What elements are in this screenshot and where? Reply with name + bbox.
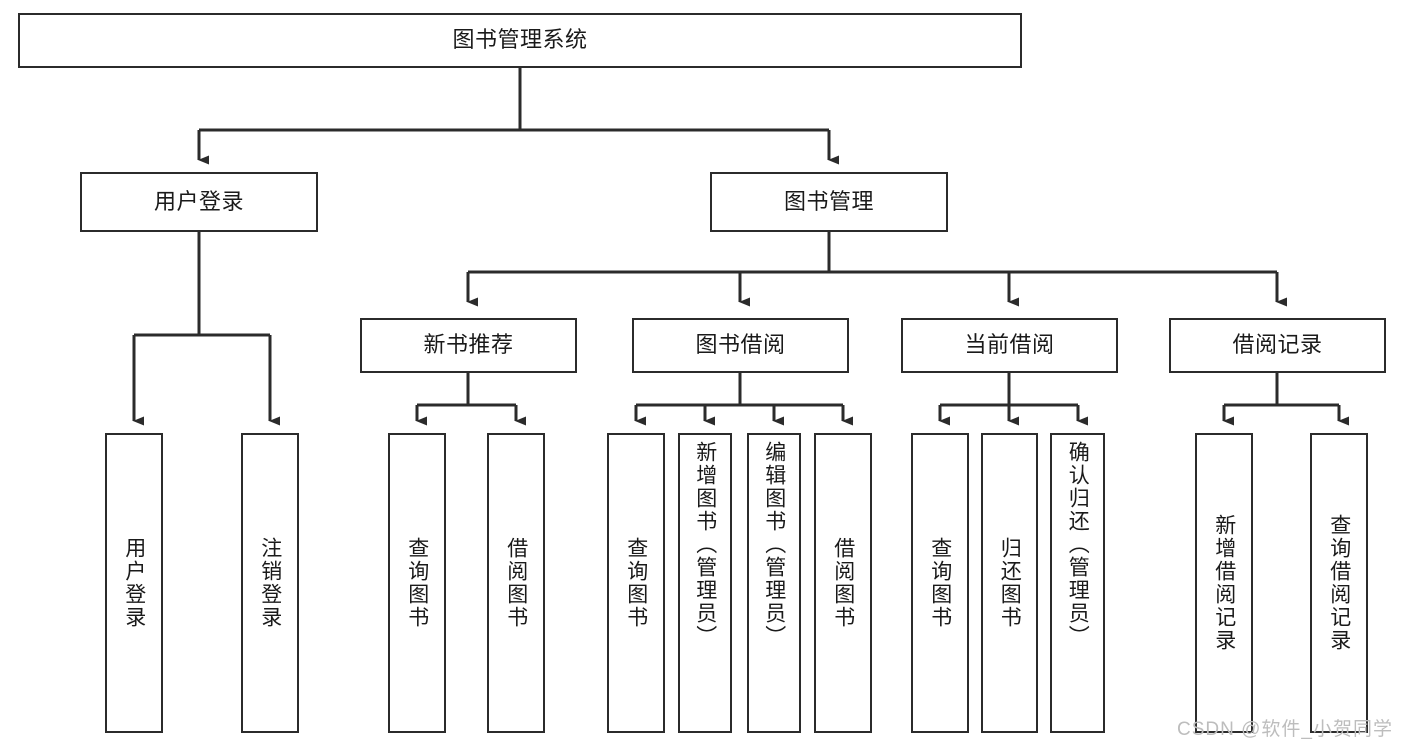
node-label: 借阅图书 — [831, 537, 855, 629]
node-label: 图书管理 — [783, 188, 874, 214]
node-user-login[interactable]: 用户登录 — [80, 172, 318, 232]
leaf-borrow-book-recommend[interactable]: 借阅图书 — [487, 433, 545, 733]
node-label: 查询借阅记录 — [1327, 514, 1351, 652]
leaf-edit-book-admin[interactable]: 编辑图书（管理员） — [747, 433, 801, 733]
leaf-borrow-book[interactable]: 借阅图书 — [814, 433, 872, 733]
node-label: 查询图书 — [405, 537, 429, 629]
node-label: 查询图书 — [928, 537, 952, 629]
leaf-user-login[interactable]: 用户登录 — [105, 433, 163, 733]
node-label: 借阅图书 — [504, 537, 528, 629]
node-label: 新增图书（管理员） — [693, 441, 717, 648]
node-borrow-records[interactable]: 借阅记录 — [1169, 318, 1386, 373]
node-current-borrow[interactable]: 当前借阅 — [901, 318, 1118, 373]
node-label: 新书推荐 — [423, 332, 514, 358]
node-label: 确认归还（管理员） — [1066, 441, 1090, 648]
node-label: 用户登录 — [122, 537, 146, 629]
node-label: 图书借阅 — [695, 332, 786, 358]
node-label: 当前借阅 — [964, 332, 1055, 358]
leaf-logout[interactable]: 注销登录 — [241, 433, 299, 733]
node-label: 新增借阅记录 — [1212, 514, 1236, 652]
node-book-borrow[interactable]: 图书借阅 — [632, 318, 849, 373]
leaf-add-book-admin[interactable]: 新增图书（管理员） — [678, 433, 732, 733]
node-label: 查询图书 — [624, 537, 648, 629]
leaf-confirm-return-admin[interactable]: 确认归还（管理员） — [1050, 433, 1105, 733]
leaf-return-book[interactable]: 归还图书 — [981, 433, 1038, 733]
node-root-system[interactable]: 图书管理系统 — [18, 13, 1022, 68]
node-label: 注销登录 — [258, 537, 282, 629]
node-label: 编辑图书（管理员） — [762, 441, 786, 648]
leaf-add-borrow-record[interactable]: 新增借阅记录 — [1195, 433, 1253, 733]
node-label: 图书管理系统 — [452, 27, 588, 53]
node-label: 用户登录 — [153, 188, 244, 214]
leaf-query-book-borrow[interactable]: 查询图书 — [607, 433, 665, 733]
node-label: 归还图书 — [998, 537, 1022, 629]
leaf-query-borrow-record[interactable]: 查询借阅记录 — [1310, 433, 1368, 733]
node-label: 借阅记录 — [1232, 332, 1323, 358]
leaf-query-book-current[interactable]: 查询图书 — [911, 433, 969, 733]
node-new-book-recommend[interactable]: 新书推荐 — [360, 318, 577, 373]
leaf-query-book-recommend[interactable]: 查询图书 — [388, 433, 446, 733]
node-book-management[interactable]: 图书管理 — [710, 172, 948, 232]
